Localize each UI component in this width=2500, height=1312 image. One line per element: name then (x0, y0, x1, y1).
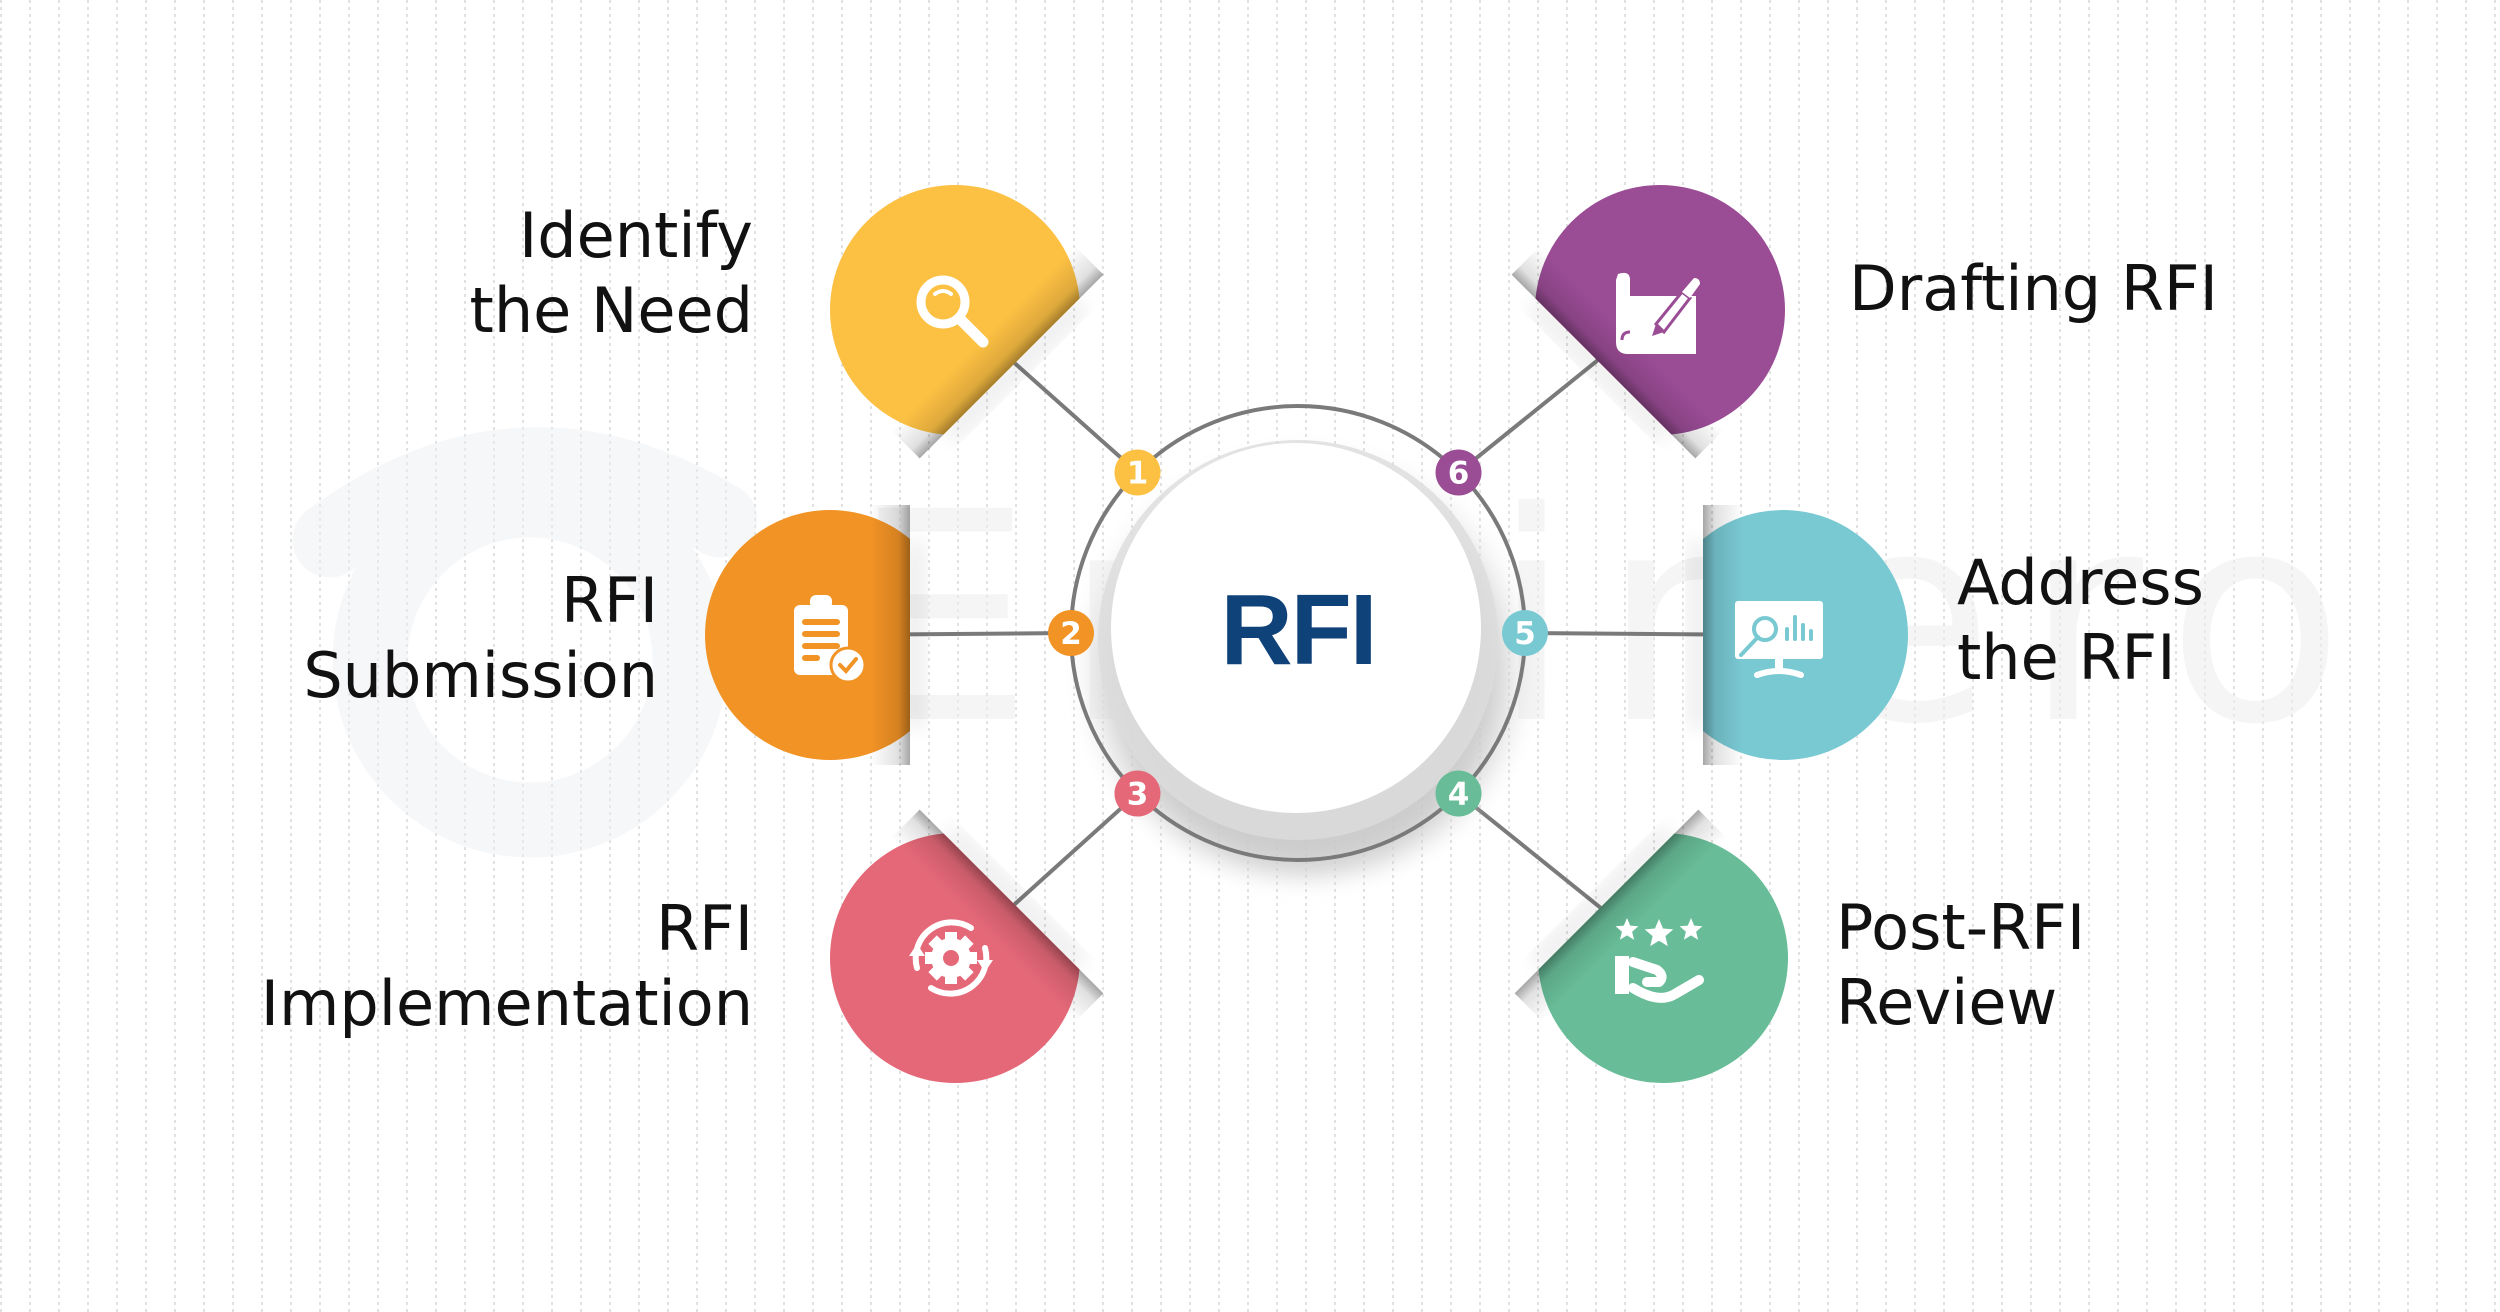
petals (705, 185, 1908, 1083)
hand-stars-icon (1615, 918, 1704, 1003)
watermark-logo (292, 427, 758, 858)
step-4-number: 4 (1448, 777, 1470, 813)
step-5-label-line-1: Address (1957, 546, 2204, 619)
center-hub (1069, 404, 1537, 882)
center-disc (1111, 443, 1481, 813)
step-1-label-line-1: Identify (518, 199, 753, 272)
step-3-label-line-2: Implementation (260, 967, 753, 1040)
step-2-number: 2 (1060, 616, 1082, 652)
step-1-number: 1 (1127, 455, 1149, 491)
step-5-label-line-2: the RFI (1957, 621, 2176, 694)
step-1-label: Identify the Need (453, 198, 753, 348)
step-5-label: Address the RFI (1957, 545, 2357, 695)
step-2-label: RFI Submission (258, 563, 658, 713)
step-3-label: RFI Implementation (253, 891, 753, 1041)
step-2-label-line-2: Submission (303, 639, 658, 712)
monitor-analytics-icon (1735, 601, 1823, 678)
step-2-badge: 2 (1048, 610, 1094, 656)
step-2-label-line-1: RFI (560, 564, 658, 637)
step-3-petal (830, 809, 1104, 1083)
step-6-label-line-1: Drafting RFI (1849, 252, 2218, 325)
badges: 1 2 3 4 5 6 (1048, 449, 1548, 817)
step-5-petal (1689, 505, 1908, 765)
step-3-number: 3 (1127, 777, 1149, 813)
document-pen-icon (1616, 272, 1700, 354)
step-4-petal (1514, 809, 1788, 1083)
step-6-badge: 6 (1435, 449, 1482, 496)
step-1-badge: 1 (1114, 449, 1161, 496)
step-2-petal (705, 505, 924, 765)
center-title: RFI (1220, 574, 1377, 686)
step-1-petal (830, 185, 1104, 459)
magnifier-icon (916, 275, 989, 348)
step-3-label-line-1: RFI (655, 892, 753, 965)
step-4-badge: 4 (1435, 770, 1482, 817)
step-5-badge: 5 (1502, 610, 1548, 656)
step-4-label-line-2: Review (1836, 966, 2058, 1039)
step-6-petal (1511, 185, 1785, 459)
step-4-label: Post-RFI Review (1836, 890, 2236, 1040)
step-5-number: 5 (1514, 616, 1536, 652)
step-1-label-line-2: the Need (469, 274, 753, 347)
step-6-number: 6 (1448, 455, 1470, 491)
step-4-label-line-1: Post-RFI (1836, 891, 2086, 964)
clipboard-check-icon (794, 595, 867, 684)
step-6-label: Drafting RFI (1849, 251, 2349, 326)
step-3-badge: 3 (1114, 770, 1161, 817)
